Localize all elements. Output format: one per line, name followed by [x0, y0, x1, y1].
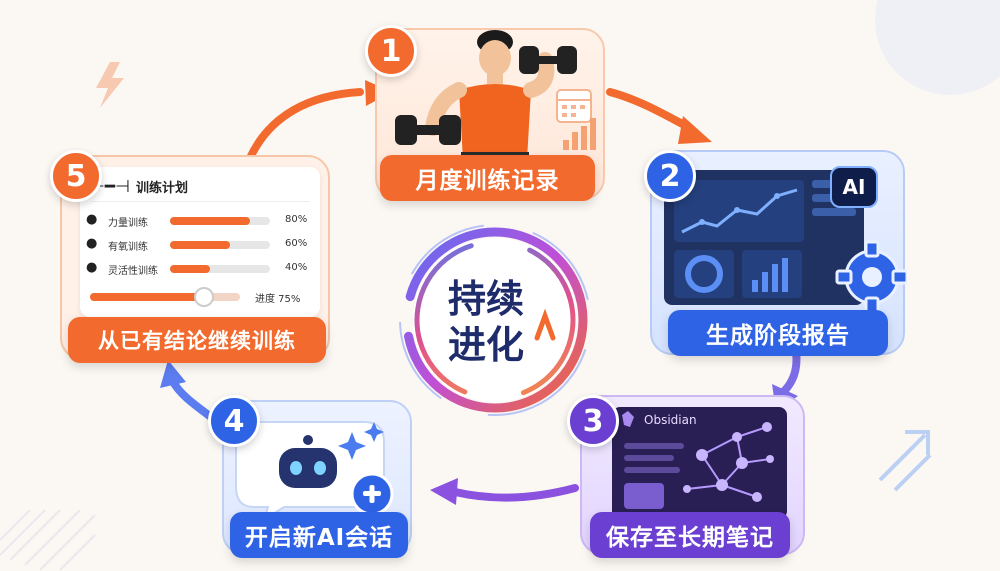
obsidian-app-name: Obsidian [644, 413, 697, 427]
progress-track [90, 287, 240, 307]
plan-row-percent: 80% [285, 214, 308, 225]
step-1-label: 月度训练记录 [380, 155, 595, 201]
plan-row-label: 有氧训练 [108, 242, 148, 253]
progress-fill [90, 293, 203, 301]
plan-row: ● 力量训练 80% [80, 211, 320, 231]
step-4-badge: 4 [208, 395, 260, 447]
progress-handle[interactable] [193, 287, 214, 307]
plan-rows: ● 力量训练 80% ● 有氧训练 60% ● 灵活性训练 40% [80, 211, 320, 281]
step-3-badge: 3 [567, 395, 619, 447]
plan-row-label: 力量训练 [108, 218, 148, 229]
dumbbell-left-icon [395, 115, 461, 145]
running-icon: ● [86, 236, 98, 251]
plan-row-bar [170, 241, 270, 249]
step-2-badge: 2 [644, 150, 696, 202]
stretch-icon: ● [86, 260, 98, 275]
sparkle-icon [338, 432, 366, 460]
plan-row-bar-fill [170, 241, 230, 249]
plan-row-bar-fill [170, 265, 210, 273]
flexed-arm-icon: ● [86, 212, 98, 227]
plan-row-bar-fill [170, 217, 250, 225]
lightning-icon [96, 62, 124, 108]
athlete-illustration [395, 30, 596, 160]
step-5-badge: 5 [50, 150, 102, 202]
arrow-1-to-2 [606, 88, 694, 132]
plan-row: ● 有氧训练 60% [80, 235, 320, 255]
obsidian-graph [612, 407, 787, 519]
center-title-line2: 进化 [448, 323, 525, 367]
step-3-label: 保存至长期笔记 [590, 512, 790, 558]
step-1-badge: 1 [365, 25, 417, 77]
plan-row: ● 灵活性训练 40% [80, 259, 320, 279]
step-2-label: 生成阶段报告 [668, 310, 888, 356]
trend-arrows-icon [878, 430, 932, 492]
plan-row-bar [170, 265, 270, 273]
ai-chat-illustration [235, 421, 394, 522]
cycle-swirl [399, 224, 591, 416]
arrow-3-to-4 [451, 484, 579, 502]
plan-row-percent: 40% [285, 262, 308, 273]
plan-row-label: 灵活性训练 [108, 266, 158, 277]
progress-label: 进度 75% [255, 294, 301, 305]
up-arrow-icon [534, 308, 556, 341]
obsidian-logo-icon [622, 411, 634, 427]
step-4-label: 开启新AI会话 [230, 512, 408, 558]
robot-icon [279, 448, 337, 488]
plan-row-bar [170, 217, 270, 225]
center-title-line1: 持续 [448, 277, 525, 321]
divider [90, 201, 310, 202]
arrow-5-to-1 [246, 88, 364, 162]
plan-title: 训练计划 [136, 181, 189, 196]
step-5-label: 从已有结论继续训练 [68, 317, 326, 363]
report-dashboard [664, 170, 907, 312]
ai-chip-icon: AI [830, 166, 878, 208]
plan-row-percent: 60% [285, 238, 308, 249]
dumbbell-right-icon [519, 46, 577, 74]
